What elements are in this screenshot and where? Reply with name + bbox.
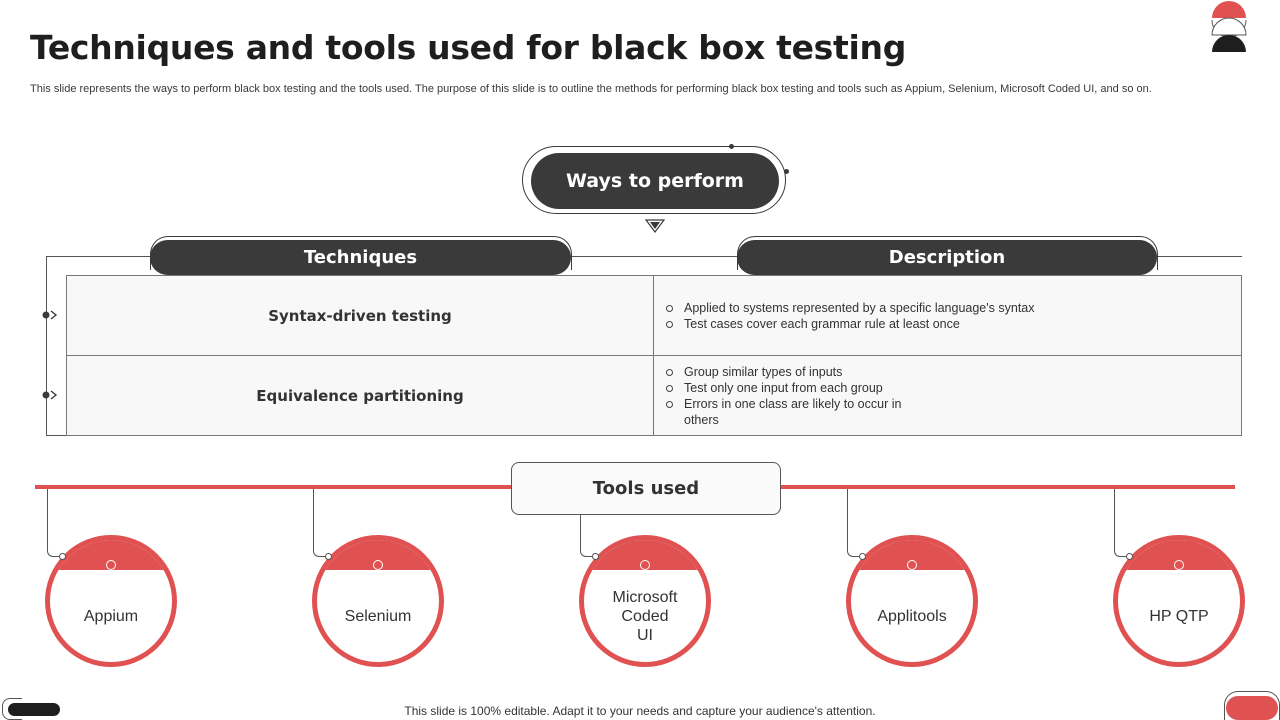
- tool-label: Microsoft Coded UI: [612, 588, 678, 644]
- technique-cell: Equivalence partitioning: [67, 356, 654, 436]
- page-title: Techniques and tools used for black box …: [30, 28, 907, 67]
- ways-to-perform-label: Ways to perform: [566, 170, 744, 192]
- list-item: Group similar types of inputs: [666, 364, 916, 380]
- footer-right-pill: [1226, 696, 1278, 720]
- down-arrow-icon: [644, 219, 666, 233]
- description-list: Applied to systems represented by a spec…: [666, 300, 1035, 332]
- tool-label: Appium: [83, 607, 139, 625]
- tool-dot: [1174, 560, 1184, 570]
- ways-dot: [784, 169, 789, 174]
- list-item: Applied to systems represented by a spec…: [666, 300, 1035, 316]
- table-row: Equivalence partitioning Group similar t…: [67, 356, 1241, 436]
- tool-label: Selenium: [344, 607, 412, 625]
- page-subtitle: This slide represents the ways to perfor…: [30, 83, 1152, 95]
- tool-label: Applitools: [877, 607, 947, 625]
- tool-hp-qtp: HP QTP: [1113, 535, 1245, 667]
- footer-note: This slide is 100% editable. Adapt it to…: [404, 704, 876, 718]
- wire-end-dot: [59, 553, 66, 560]
- tool-dot: [373, 560, 383, 570]
- list-item: Test cases cover each grammar rule at le…: [666, 316, 1035, 332]
- tool-dot: [640, 560, 650, 570]
- tool-label: HP QTP: [1149, 607, 1209, 625]
- tools-used-heading: Tools used: [511, 462, 781, 515]
- ways-dot: [729, 144, 734, 149]
- row-connector-icon: [42, 390, 58, 400]
- description-cell: Group similar types of inputs Test only …: [654, 356, 1241, 436]
- footer-left-pill: [8, 703, 60, 716]
- tool-applitools: Applitools: [846, 535, 978, 667]
- technique-cell: Syntax-driven testing: [67, 276, 654, 355]
- wire-end-dot: [325, 553, 332, 560]
- techniques-header-label: Techniques: [303, 247, 418, 268]
- ways-to-perform-heading: Ways to perform: [531, 153, 779, 209]
- brand-logo-icon: [1211, 1, 1247, 52]
- description-cell: Applied to systems represented by a spec…: [654, 276, 1241, 355]
- table-row: Syntax-driven testing Applied to systems…: [67, 276, 1241, 356]
- wire-end-dot: [1126, 553, 1133, 560]
- tool-microsoft-coded-ui: Microsoft Coded UI: [579, 535, 711, 667]
- description-header-label: Description: [888, 247, 1006, 268]
- list-item: Errors in one class are likely to occur …: [666, 396, 916, 428]
- wire-end-dot: [859, 553, 866, 560]
- ways-outline: [522, 146, 786, 214]
- tool-appium: Appium: [45, 535, 177, 667]
- techniques-header: Techniques: [150, 240, 571, 275]
- description-list: Group similar types of inputs Test only …: [666, 364, 916, 428]
- description-header: Description: [737, 240, 1157, 275]
- list-item: Test only one input from each group: [666, 380, 916, 396]
- wire-end-dot: [592, 553, 599, 560]
- tool-dot: [907, 560, 917, 570]
- tool-selenium: Selenium: [312, 535, 444, 667]
- row-connector-icon: [42, 310, 58, 320]
- tool-dot: [106, 560, 116, 570]
- tools-used-label: Tools used: [592, 478, 700, 499]
